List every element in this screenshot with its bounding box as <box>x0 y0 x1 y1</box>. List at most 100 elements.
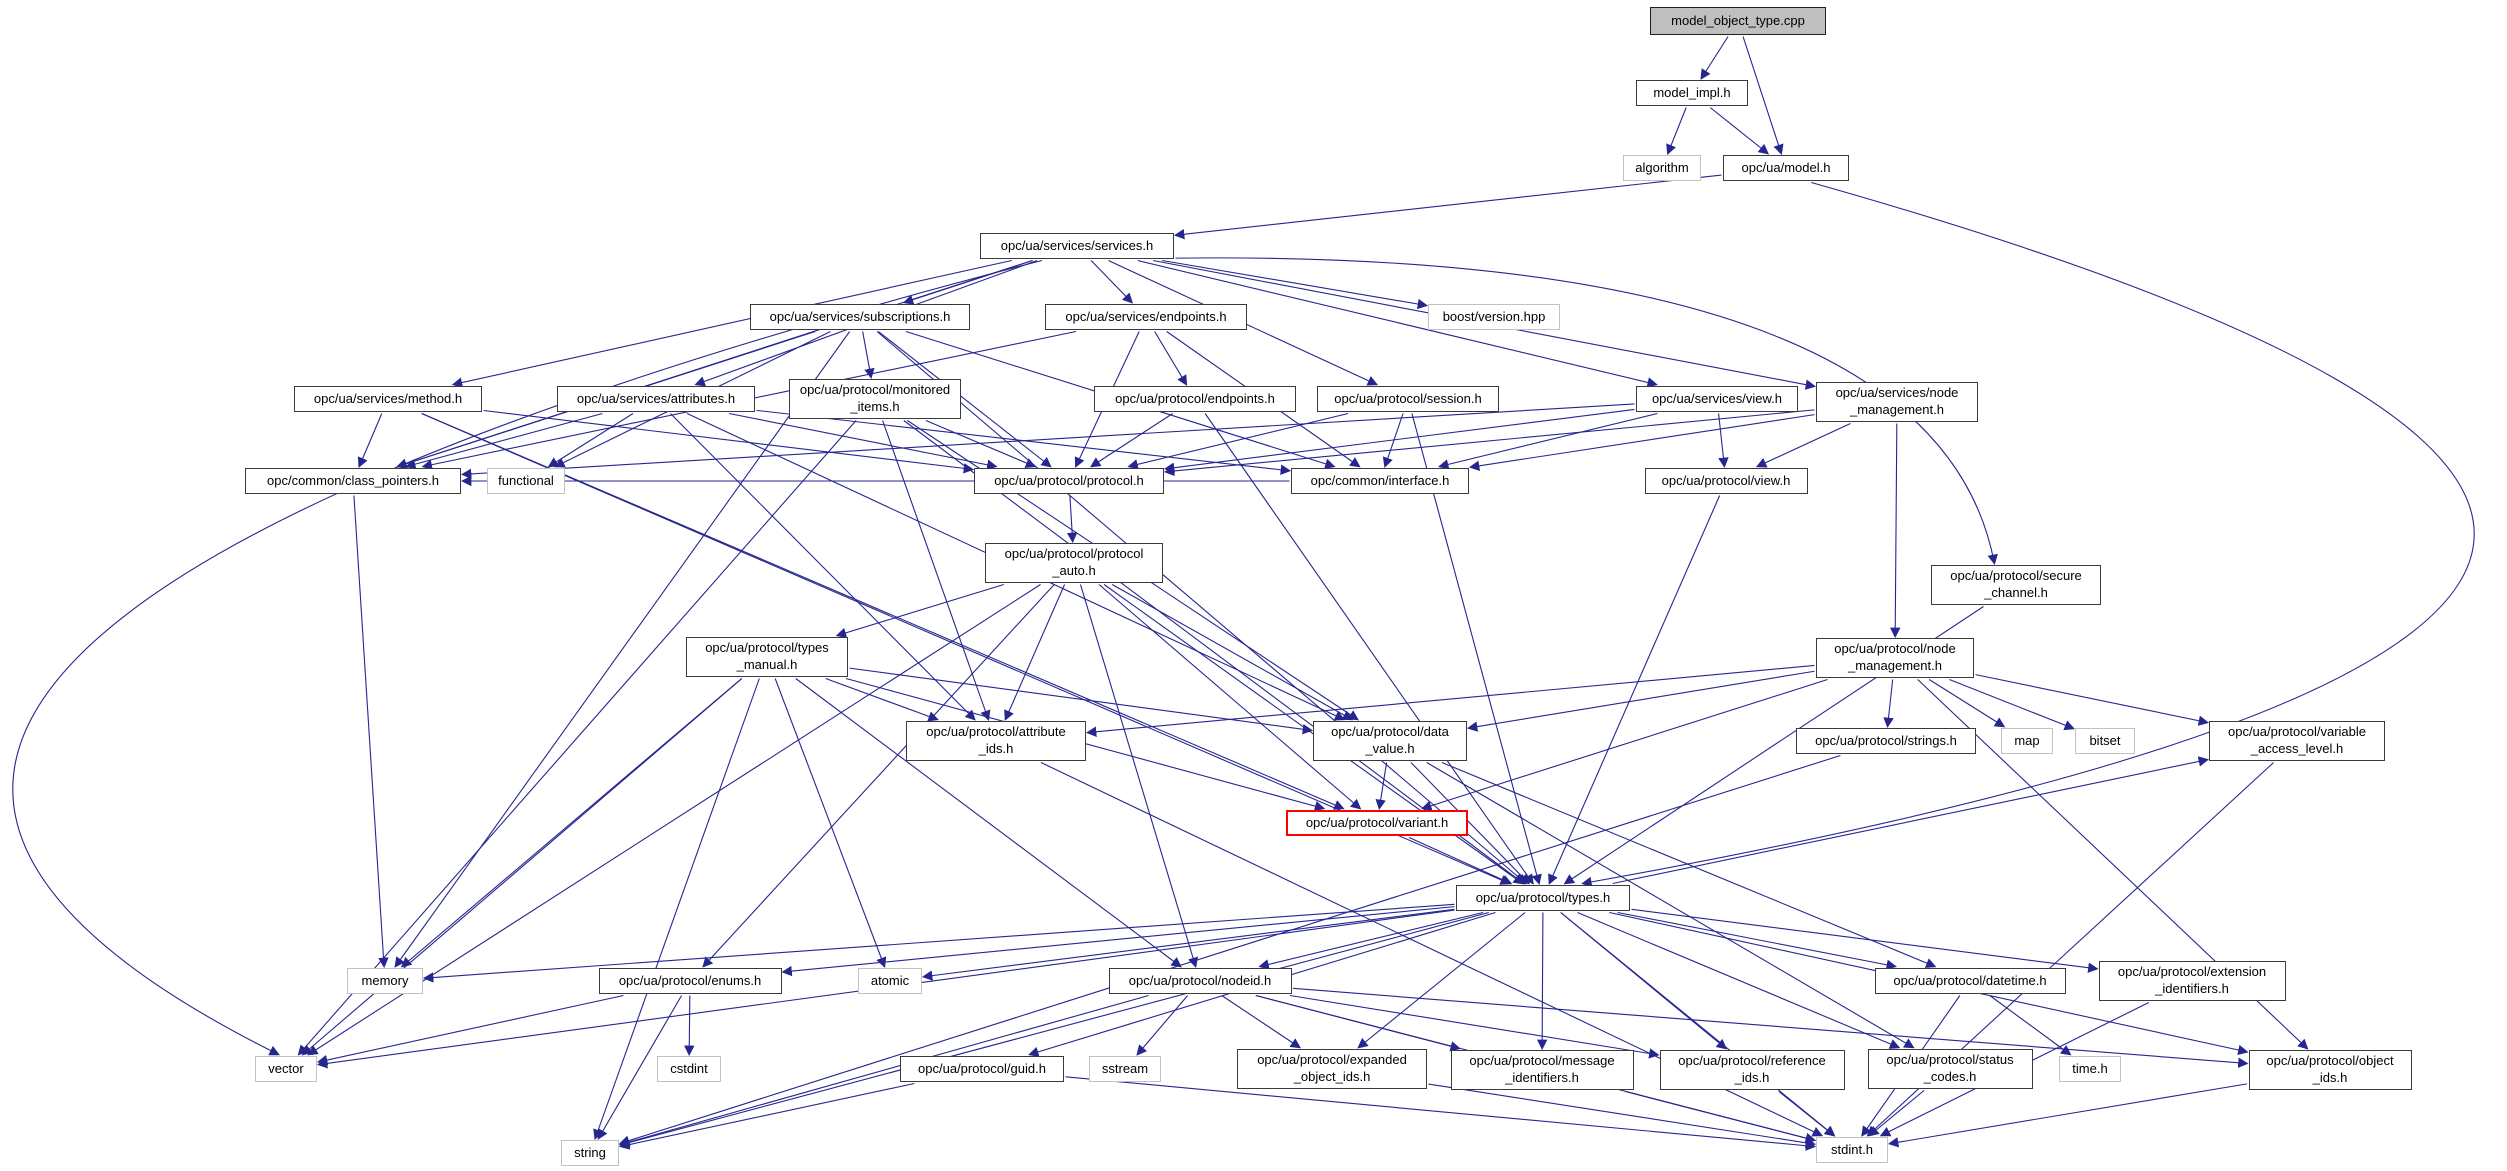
graph-node-svc[interactable]: opc/ua/services/services.h <box>980 233 1174 259</box>
include-edge-types-to-nodeid <box>1258 911 1484 970</box>
graph-node-expid[interactable]: opc/ua/protocol/expanded _object_ids.h <box>1237 1049 1427 1089</box>
graph-node-pauto[interactable]: opc/ua/protocol/protocol _auto.h <box>985 543 1163 583</box>
graph-node-schan[interactable]: opc/ua/protocol/secure _channel.h <box>1931 565 2101 605</box>
include-edge-pnm-to-bitset <box>1949 678 2075 731</box>
graph-node-pep[interactable]: opc/ua/protocol/endpoints.h <box>1094 386 1296 412</box>
graph-node-monit[interactable]: opc/ua/protocol/monitored _items.h <box>789 379 961 419</box>
graph-node-objid[interactable]: opc/ua/protocol/object _ids.h <box>2248 1050 2412 1090</box>
include-edge-svcview-to-iface <box>1438 412 1658 470</box>
include-edge-strings-to-str <box>619 754 1841 1146</box>
include-edge-types-to-dt <box>1617 911 1897 970</box>
include-edge-refid-to-stdint <box>1778 1091 1836 1137</box>
include-edge-pauto-to-nodeid <box>1079 584 1199 969</box>
include-edge-subs-to-types <box>876 331 1528 885</box>
include-edge-types-to-scodes <box>1577 911 1901 1049</box>
include-edge-nodeid-to-str <box>618 994 1149 1148</box>
graph-node-subs[interactable]: opc/ua/services/subscriptions.h <box>750 304 970 330</box>
include-edge-attrs-to-func <box>547 413 634 468</box>
graph-node-cp[interactable]: opc/common/class_pointers.h <box>245 468 461 494</box>
include-edge-monit-to-aids <box>882 420 991 721</box>
include-edge-model-to-svc <box>1173 174 1722 240</box>
include-edge-monit-to-types <box>903 420 1525 885</box>
include-edge-root-to-impl <box>1700 36 1729 80</box>
include-edge-tman-to-nodeid <box>795 678 1182 968</box>
include-edge-pnm-to-dval <box>1466 670 1815 732</box>
graph-node-method[interactable]: opc/ua/services/method.h <box>294 386 482 412</box>
include-edge-attrs-to-proto <box>728 412 998 470</box>
include-edge-nodeid-to-refid <box>1289 994 1660 1059</box>
include-edge-svcnm-to-iface <box>1468 414 1815 471</box>
include-edge-sess-to-proto <box>1127 412 1349 470</box>
include-edge-impl-to-model <box>1709 107 1770 155</box>
graph-node-root: model_object_type.cpp <box>1650 7 1826 35</box>
graph-node-svcep[interactable]: opc/ua/services/endpoints.h <box>1045 304 1247 330</box>
graph-node-strings[interactable]: opc/ua/protocol/strings.h <box>1796 728 1976 754</box>
include-edge-dval-to-variant <box>1375 762 1388 811</box>
graph-node-dt[interactable]: opc/ua/protocol/datetime.h <box>1874 968 2066 994</box>
graph-node-model[interactable]: opc/ua/model.h <box>1723 155 1849 181</box>
include-edge-subs-to-proto <box>878 331 1052 468</box>
include-edge-attrs-to-aids <box>670 413 976 721</box>
graph-node-dval[interactable]: opc/ua/protocol/data _value.h <box>1313 721 1467 761</box>
include-edge-pauto-to-dval <box>1111 584 1354 721</box>
graph-node-val[interactable]: opc/ua/protocol/variable _access_level.h <box>2209 721 2385 761</box>
include-edge-pauto-to-enums <box>702 584 1055 968</box>
include-edge-msgid-to-stdint <box>1625 1090 1817 1144</box>
include-edge-pep-to-types <box>1204 413 1534 885</box>
graph-node-svcnm[interactable]: opc/ua/services/node _management.h <box>1816 382 1978 422</box>
include-edge-tman-to-aids <box>825 677 939 722</box>
include-edge-method-to-types <box>421 412 1511 885</box>
graph-node-iface[interactable]: opc/common/interface.h <box>1291 468 1469 494</box>
include-edge-types-to-enums <box>781 906 1455 977</box>
graph-node-extid[interactable]: opc/ua/protocol/extension _identifiers.h <box>2098 961 2286 1001</box>
graph-node-aids[interactable]: opc/ua/protocol/attribute _ids.h <box>906 721 1086 761</box>
include-edge-monit-to-vec <box>297 420 857 1056</box>
include-edge-svcnm-to-pview <box>1755 423 1851 468</box>
graph-node-msgid[interactable]: opc/ua/protocol/message _identifiers.h <box>1450 1050 1634 1090</box>
include-edge-pnm-to-aids <box>1085 664 1815 737</box>
include-edge-proto-to-pauto <box>1066 495 1078 544</box>
include-edge-svcview-to-proto <box>1163 408 1635 473</box>
include-edge-svc-to-vec <box>12 259 1043 1056</box>
include-edge-svc-to-method <box>451 259 1012 388</box>
include-edge-types-to-mem <box>422 903 1455 983</box>
include-edge-variant-to-types <box>1408 836 1513 885</box>
include-edge-enums-to-str <box>597 995 683 1140</box>
graph-node-variant[interactable]: opc/ua/protocol/variant.h <box>1286 810 1468 836</box>
graph-node-sess[interactable]: opc/ua/protocol/session.h <box>1317 386 1499 412</box>
include-edge-svcnm-to-proto <box>1163 409 1815 477</box>
graph-node-pnm[interactable]: opc/ua/protocol/node _management.h <box>1816 638 1974 678</box>
graph-node-impl[interactable]: model_impl.h <box>1636 80 1748 106</box>
graph-node-func: functional <box>487 468 565 494</box>
graph-node-nodeid[interactable]: opc/ua/protocol/nodeid.h <box>1108 968 1292 994</box>
graph-node-map: map <box>2001 728 2053 754</box>
graph-node-timeh: time.h <box>2059 1056 2121 1082</box>
graph-node-tman[interactable]: opc/ua/protocol/types _manual.h <box>686 637 848 677</box>
graph-node-mem: memory <box>347 968 423 994</box>
include-edge-enums-to-vec <box>316 994 624 1066</box>
graph-node-guid[interactable]: opc/ua/protocol/guid.h <box>900 1056 1064 1082</box>
graph-node-types[interactable]: opc/ua/protocol/types.h <box>1456 885 1630 911</box>
include-edge-pnm-to-val <box>1975 674 2210 726</box>
include-edge-pauto-to-aids <box>1004 584 1066 721</box>
graph-node-atomic: atomic <box>858 968 922 994</box>
graph-node-proto[interactable]: opc/ua/protocol/protocol.h <box>974 468 1164 494</box>
include-edge-guid-to-str <box>618 1082 915 1150</box>
include-edge-pauto-to-tman <box>835 583 1004 638</box>
include-edge-types-to-extid <box>1631 908 2099 973</box>
include-edge-types-to-expid <box>1357 912 1526 1049</box>
graph-node-scodes[interactable]: opc/ua/protocol/status _codes.h <box>1867 1049 2033 1089</box>
graph-node-svcview[interactable]: opc/ua/services/view.h <box>1636 386 1798 412</box>
graph-node-pview[interactable]: opc/ua/protocol/view.h <box>1644 468 1808 494</box>
graph-node-attrs[interactable]: opc/ua/services/attributes.h <box>557 386 755 412</box>
include-edge-nodeid-to-sstream <box>1136 995 1189 1056</box>
include-edge-nodeid-to-objid <box>1292 987 2249 1068</box>
graph-node-refid[interactable]: opc/ua/protocol/reference _ids.h <box>1659 1050 1845 1090</box>
include-edge-types-to-str <box>618 911 1489 1148</box>
graph-node-enums[interactable]: opc/ua/protocol/enums.h <box>598 968 782 994</box>
include-edge-pauto-to-variant <box>1098 584 1362 810</box>
include-edge-dval-to-dt <box>1441 761 1937 968</box>
include-edge-objid-to-stdint <box>1887 1083 2248 1148</box>
graph-node-boost: boost/version.hpp <box>1428 304 1560 330</box>
